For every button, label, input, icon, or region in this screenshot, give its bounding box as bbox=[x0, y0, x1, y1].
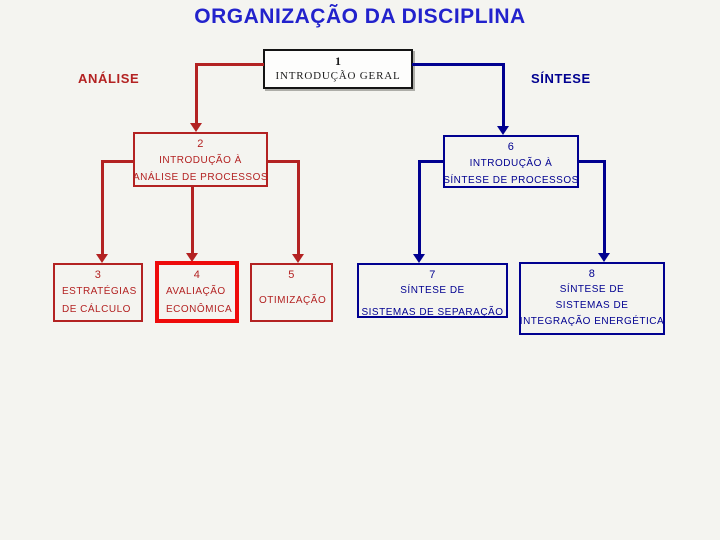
connector-n2-n5-v bbox=[297, 160, 300, 255]
node-2-introducao-analise-processos: 2 INTRODUÇÃO À ANÁLISE DE PROCESSOS bbox=[133, 132, 268, 187]
branch-label-analise: ANÁLISE bbox=[78, 71, 140, 86]
node-4-avaliacao-economica: 4 AVALIAÇÃO ECONÔMICA bbox=[155, 261, 239, 323]
node-number: 8 bbox=[588, 268, 596, 280]
node-number: 3 bbox=[94, 269, 102, 281]
node-label: SÍNTESE DE bbox=[400, 285, 465, 296]
node-label: INTRODUÇÃO À bbox=[159, 155, 242, 166]
node-1-introducao-geral: 1 INTRODUÇÃO GERAL bbox=[263, 49, 413, 89]
connector-n2-n4-v bbox=[191, 187, 194, 254]
node-8-sintese-integracao-energetica: 8 SÍNTESE DE SISTEMAS DE INTEGRAÇÃO ENER… bbox=[519, 262, 665, 335]
connector-n1-n2-h bbox=[197, 63, 264, 66]
arrow-down-icon bbox=[190, 123, 202, 132]
node-label: ANÁLISE DE PROCESSOS bbox=[132, 172, 269, 183]
node-number: 1 bbox=[335, 54, 341, 68]
arrow-down-icon bbox=[186, 253, 198, 262]
connector-n6-n7-v bbox=[418, 160, 421, 255]
node-number: 2 bbox=[197, 138, 204, 150]
node-number: 7 bbox=[429, 269, 436, 281]
connector-n6-n8-v bbox=[603, 160, 606, 254]
arrow-down-icon bbox=[292, 254, 304, 263]
arrow-down-icon bbox=[497, 126, 509, 135]
node-label: SISTEMAS DE SEPARAÇÃO bbox=[361, 307, 504, 318]
connector-n1-n2-v bbox=[195, 63, 198, 124]
slide-title: ORGANIZAÇÃO DA DISCIPLINA bbox=[194, 5, 526, 28]
arrow-down-icon bbox=[598, 253, 610, 262]
node-label: SISTEMAS DE bbox=[555, 300, 629, 311]
arrow-down-icon bbox=[413, 254, 425, 263]
node-label: INTRODUÇÃO GERAL bbox=[275, 70, 401, 82]
node-label: SÍNTESE DE PROCESSOS bbox=[443, 175, 579, 186]
connector-n6-n7-h bbox=[419, 160, 443, 163]
node-number: 6 bbox=[507, 141, 515, 153]
connector-n1-n6-h bbox=[412, 63, 505, 66]
node-number: 5 bbox=[288, 269, 295, 281]
node-label: DE CÁLCULO bbox=[62, 304, 131, 315]
node-label: OTIMIZAÇÃO bbox=[259, 295, 327, 306]
connector-n2-n3-v bbox=[101, 160, 104, 255]
node-label: AVALIAÇÃO bbox=[166, 286, 226, 297]
node-label: SÍNTESE DE bbox=[559, 284, 625, 295]
node-label: INTEGRAÇÃO ENERGÉTICA bbox=[519, 316, 665, 327]
node-label: INTRODUÇÃO À bbox=[469, 158, 553, 169]
arrow-down-icon bbox=[96, 254, 108, 263]
connector-n1-n6-v bbox=[502, 63, 505, 127]
connector-n2-n3-h bbox=[102, 160, 133, 163]
node-7-sintese-sistemas-separacao: 7 SÍNTESE DE SISTEMAS DE SEPARAÇÃO bbox=[357, 263, 508, 318]
node-6-introducao-sintese-processos: 6 INTRODUÇÃO À SÍNTESE DE PROCESSOS bbox=[443, 135, 579, 188]
node-label: ESTRATÉGIAS bbox=[62, 286, 137, 297]
connector-n2-n5-h bbox=[268, 160, 300, 163]
connector-n6-n8-h bbox=[579, 160, 606, 163]
branch-label-sintese: SÍNTESE bbox=[531, 71, 591, 86]
node-label: ECONÔMICA bbox=[166, 304, 233, 315]
node-number: 4 bbox=[193, 269, 201, 281]
node-3-estrategias-calculo: 3 ESTRATÉGIAS DE CÁLCULO bbox=[53, 263, 143, 322]
node-5-otimizacao: 5 OTIMIZAÇÃO bbox=[250, 263, 333, 322]
